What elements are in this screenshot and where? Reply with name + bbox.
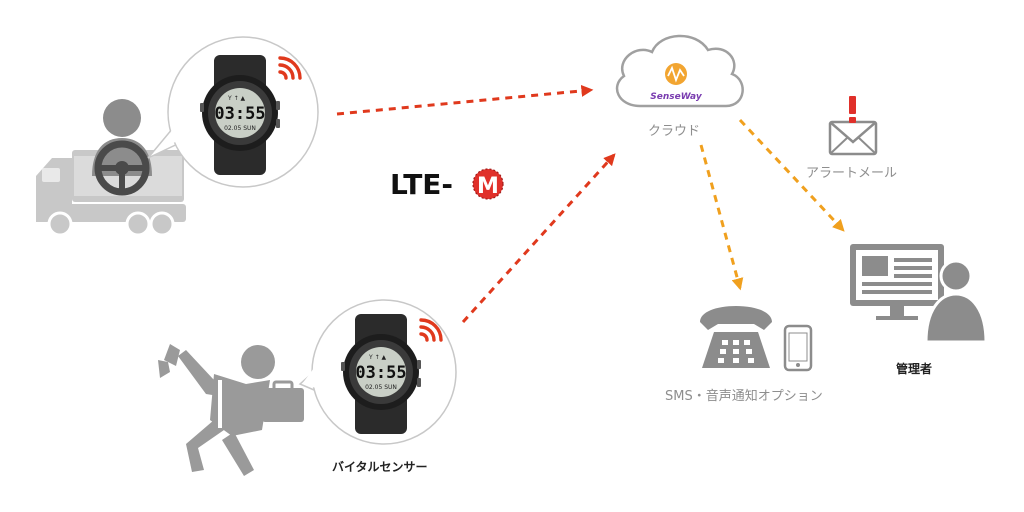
cloud-icon: SenseWay (615, 34, 744, 108)
cloud-label: クラウド (648, 124, 701, 139)
smartphone-icon (783, 324, 813, 372)
mail-alert-icon (828, 96, 878, 156)
watch-bubble-sensor (298, 299, 457, 445)
phone-icon (700, 306, 772, 368)
watch-bubble-driver (147, 36, 319, 188)
vital-sensor-label: バイタルセンサー (332, 460, 428, 474)
lte-m-mark (473, 169, 503, 199)
running-worker-icon (158, 344, 304, 476)
arrow-sensor-to-cloud (461, 153, 616, 324)
cloud-logo-text: SenseWay (650, 92, 703, 102)
arrow-cloud-to-sms (699, 144, 744, 291)
truck-driver-icon (36, 99, 186, 237)
lte-m-logo: LTE- M (390, 168, 504, 201)
admin-monitor-icon (850, 244, 988, 344)
svg-text:M: M (477, 174, 499, 199)
arrow-driver-to-cloud (336, 84, 594, 116)
admin-label: 管理者 (896, 362, 933, 376)
lte-text: LTE- (390, 168, 453, 201)
sms-voice-label: SMS・音声通知オプション (665, 389, 823, 404)
alert-mail-label: アラートメール (806, 166, 898, 181)
